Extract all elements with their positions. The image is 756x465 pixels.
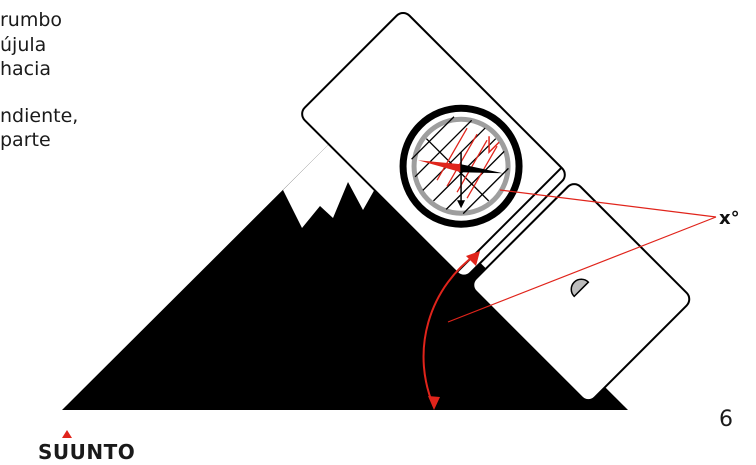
brand-triangle-icon (62, 430, 72, 438)
instruction-line-3: hacia (0, 58, 52, 80)
leader-line-angle (447, 216, 717, 323)
snow-cap (283, 128, 422, 228)
compass-group (301, 11, 691, 402)
mountain-shape (62, 128, 628, 410)
orienting-arrow (488, 136, 500, 155)
instruction-line-5: parte (0, 129, 51, 151)
angle-arc-arrow-bottom (428, 396, 440, 410)
compass-mirror-lid (472, 183, 691, 402)
needle-south (461, 164, 504, 174)
leader-line-compass (499, 189, 717, 218)
instruction-text: rumbo újula hacia ndiente, parte (0, 8, 210, 153)
instruction-line-2: újula (0, 33, 47, 56)
brand-name: SUUNTO (38, 440, 136, 464)
slope-angle-arc (422, 252, 479, 408)
instruction-line-1: rumbo (0, 9, 63, 31)
compass-capsule (399, 104, 523, 228)
instruction-line-4: ndiente, (0, 104, 79, 127)
sighting-notch (570, 278, 590, 298)
brand-logo: SUUNTO (38, 428, 138, 465)
angle-arc-arrow-top (466, 251, 480, 266)
page-number: 6 (719, 407, 733, 432)
inclinometer-pointer-tip (457, 200, 466, 209)
angle-label: x° (719, 208, 740, 229)
